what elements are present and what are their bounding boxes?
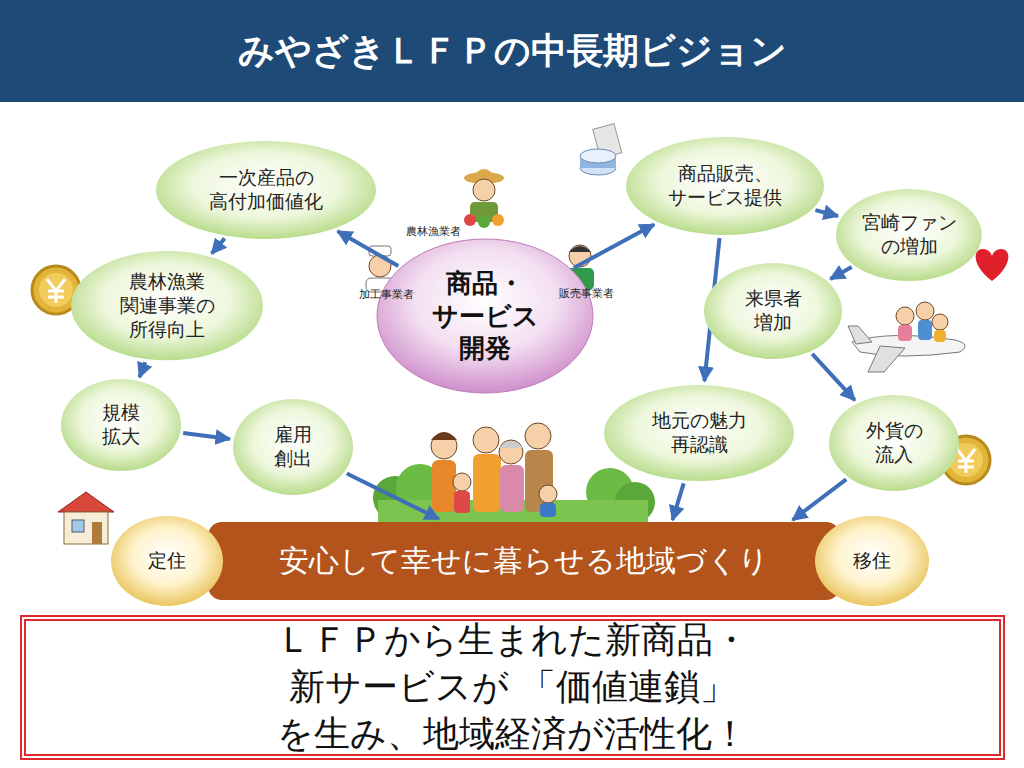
- node-label: 規模 拡大: [102, 401, 140, 449]
- can-icon: [580, 124, 622, 175]
- node-outline: [208, 522, 840, 600]
- node-outline: [626, 137, 824, 235]
- flow-arrow: [830, 267, 851, 279]
- ellipse-node: 定住: [110, 515, 224, 607]
- caption-text: ＬＦＰから生まれた新商品・新サービスが 「価値連鎖」を生み、地域経済が活性化！: [276, 617, 749, 757]
- flow-arrow: [140, 362, 146, 377]
- flow-arrow: [183, 433, 230, 439]
- ellipse-node: 地元の魅力 再認識: [603, 384, 795, 482]
- flow-arrow: [815, 210, 837, 216]
- node-outline: [156, 141, 376, 239]
- role-label: 販売事業者: [559, 286, 614, 301]
- role-label: 加工事業者: [359, 287, 414, 302]
- node-label: 商品販売、 サービス提供: [668, 162, 782, 210]
- ellipse-node: 移住: [814, 515, 930, 607]
- node-outline: [61, 379, 181, 471]
- node-label: 安心して幸せに暮らせる地域づくり: [279, 542, 769, 580]
- node-label: 移住: [853, 549, 891, 573]
- flow-arrow: [793, 479, 847, 520]
- flow-arrow: [574, 224, 654, 268]
- node-label: 商品・ サービス 開発: [432, 267, 539, 365]
- node-label: 一次産品の 高付加価値化: [209, 166, 323, 214]
- node-outline: [704, 263, 842, 359]
- flow-arrow: [812, 354, 855, 400]
- band-node: 安心して幸せに暮らせる地域づくり: [208, 522, 840, 600]
- node-label: 地元の魅力 再認識: [652, 409, 747, 457]
- ellipse-node: 商品・ サービス 開発: [376, 238, 594, 394]
- ellipse-node: 外貨の 流入: [828, 394, 960, 492]
- flow-arrow: [347, 474, 439, 519]
- caption-box: ＬＦＰから生まれた新商品・新サービスが 「価値連鎖」を生み、地域経済が活性化！: [20, 615, 1005, 760]
- ellipse-node: 宮崎ファン の増加: [835, 188, 983, 282]
- node-outline: [829, 395, 959, 491]
- ellipse-node: 商品販売、 サービス提供: [625, 136, 825, 236]
- node-label: 雇用 創出: [274, 423, 312, 471]
- ellipse-node: 農林漁業 関連事業の 所得向上: [70, 250, 264, 361]
- node-outline: [71, 251, 263, 360]
- ellipse-node: 来県者 増加: [703, 262, 843, 360]
- node-label: 定住: [148, 549, 186, 573]
- role-label: 農林漁業者: [406, 224, 461, 239]
- node-label: 外貨の 流入: [866, 419, 923, 467]
- node-label: 宮崎ファン の増加: [862, 211, 957, 259]
- node-outline: [836, 189, 982, 281]
- flow-arrow: [212, 238, 225, 253]
- node-outline: [377, 239, 593, 393]
- node-outline: [233, 399, 353, 495]
- flow-arrow: [673, 483, 684, 520]
- ellipse-node: 雇用 創出: [232, 398, 354, 496]
- title-text: みやざきＬＦＰの中長期ビジョン: [238, 27, 787, 76]
- node-outline: [815, 516, 929, 606]
- farmer-icon: [464, 169, 504, 228]
- node-label: 農林漁業 関連事業の 所得向上: [120, 270, 215, 341]
- house-icon: [58, 492, 114, 544]
- flow-arrow: [338, 231, 399, 266]
- title-bar: みやざきＬＦＰの中長期ビジョン: [0, 0, 1024, 102]
- ellipse-node: 一次産品の 高付加価値化: [155, 140, 377, 240]
- heart-icon: [976, 249, 1009, 281]
- node-outline: [111, 516, 223, 606]
- node-label: 来県者 増加: [745, 287, 802, 335]
- airplane-icon: [848, 302, 965, 372]
- node-outline: [604, 385, 794, 481]
- ellipse-node: 規模 拡大: [60, 378, 182, 472]
